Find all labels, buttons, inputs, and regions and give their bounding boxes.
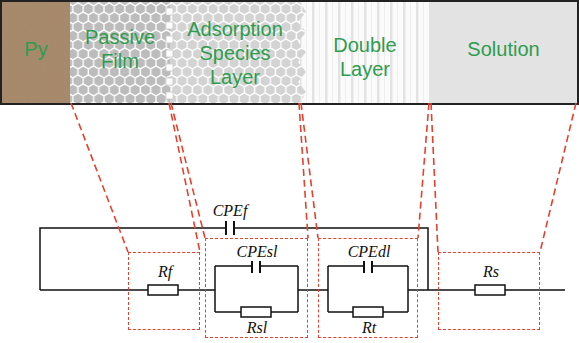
pyrite-fill — [2, 2, 70, 103]
adsorption-fill — [170, 2, 306, 103]
leader-line — [301, 103, 429, 238]
leader-line — [171, 103, 308, 238]
solution-fill — [430, 2, 577, 103]
component-label: Rt — [361, 319, 377, 337]
interface-squares — [166, 8, 173, 99]
cpe-symbol — [364, 259, 372, 273]
leader-line — [431, 103, 576, 252]
component-box: CPEdlRt — [318, 238, 418, 338]
leader-line — [71, 103, 200, 252]
wire — [215, 266, 298, 312]
resistor-symbol — [475, 285, 505, 295]
component-box: Rf — [128, 252, 200, 330]
passive-film-fill — [70, 2, 170, 103]
layer-name: Passive Film — [75, 25, 165, 73]
pyrite-grain — [2, 2, 70, 103]
component-label: CPEdl — [347, 243, 392, 261]
layer-band: Solution — [430, 2, 577, 103]
layer-name: Adsorption Species Layer — [176, 17, 294, 89]
component-label: CPEsl — [236, 243, 279, 261]
layer-name: Py — [6, 37, 66, 61]
double-layer-fill — [300, 2, 430, 103]
cpe-symbol — [226, 221, 234, 235]
component-label: CPEf — [212, 202, 249, 220]
circuit — [40, 221, 565, 317]
component-box: Rs — [438, 252, 540, 330]
resistor-symbol — [353, 307, 383, 317]
layer-name: Double Layer — [315, 33, 415, 81]
layer-band: Passive Film — [70, 2, 170, 103]
component-label: Rsl — [246, 319, 268, 337]
layer-band: Adsorption Species Layer — [170, 2, 300, 103]
cpe-symbol — [252, 259, 260, 273]
component-box: CPEslRsl — [205, 238, 308, 338]
layer-name: Solution — [439, 37, 569, 61]
band-border — [1, 1, 578, 104]
resistor-symbol — [148, 285, 178, 295]
layer-band: Double Layer — [300, 2, 430, 103]
wire — [328, 266, 408, 312]
layer-band — [1, 1, 578, 104]
resistor-symbol — [241, 307, 271, 317]
component-label: Rf — [157, 263, 173, 281]
component-label: Rs — [482, 263, 500, 281]
layer-band: Py — [2, 2, 70, 103]
